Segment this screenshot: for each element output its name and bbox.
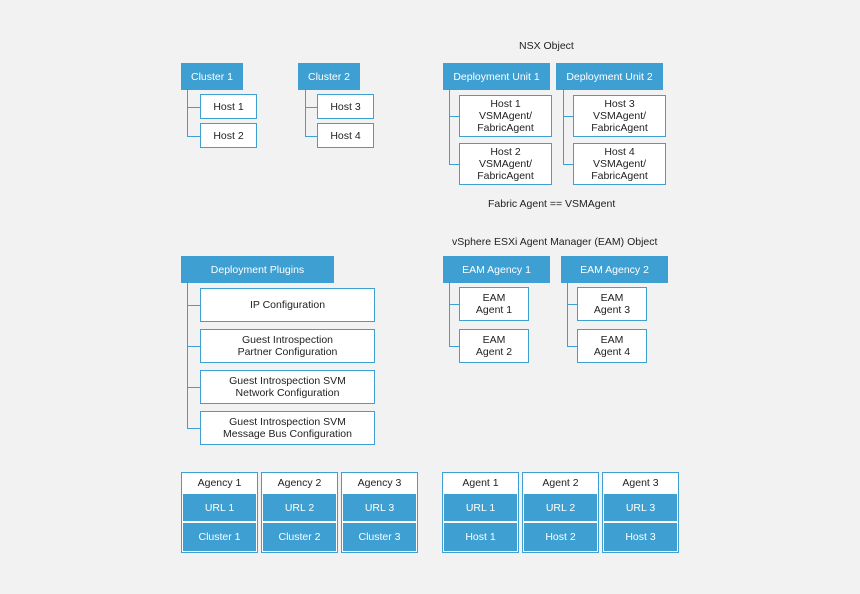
cluster-2-connector-branch [305, 135, 317, 137]
deployment-unit-2-connector-branch [563, 164, 573, 165]
cluster-1-connector-stem [187, 90, 188, 136]
fabric-agent-note: Fabric Agent == VSMAgent [488, 198, 616, 210]
agent-1-url-cell: URL 1 [444, 494, 517, 521]
eam-agency-2-connector-branch [567, 346, 577, 347]
agent-2-url-cell: URL 2 [524, 494, 597, 521]
eam-agency-1-connector-branch [449, 346, 459, 347]
agency-3-url-cell: URL 3 [343, 494, 416, 521]
cluster-2-connector-stem [305, 90, 306, 136]
deployment-unit-2-connector-stem [563, 90, 564, 164]
deployment-plugins-connector-stem [187, 283, 188, 428]
agent-1-target-cell: Host 1 [444, 523, 517, 551]
deployment-plugins-connector-branch [187, 387, 200, 388]
eam-agency-1-connector-branch [449, 304, 459, 305]
cluster-1-child: Host 1 [200, 94, 257, 119]
deployment-plugins-connector-branch [187, 305, 200, 306]
deployment-plugins-connector-branch [187, 428, 200, 429]
agent-3-target-cell: Host 3 [604, 523, 677, 551]
cluster-2-connector-branch [305, 106, 317, 108]
agent-3-table-header: Agent 3 [622, 477, 659, 489]
cluster-1-connector-branch [187, 106, 200, 108]
deployment-plugins-child: IP Configuration [200, 288, 375, 322]
agent-1-table-header: Agent 1 [462, 477, 499, 489]
eam-agency-1-connector-stem [449, 283, 450, 346]
deployment-unit-1-connector-branch [449, 164, 459, 165]
cluster-2-child: Host 4 [317, 123, 374, 148]
cluster-1-connector-branch [187, 135, 200, 137]
cluster-2-child: Host 3 [317, 94, 374, 119]
deployment-unit-2-connector-branch [563, 116, 573, 117]
deployment-unit-2-node: Deployment Unit 2 [556, 63, 663, 90]
agency-3-table-header: Agency 3 [357, 477, 402, 489]
cluster-1-node: Cluster 1 [181, 63, 243, 90]
deployment-plugins-connector-branch [187, 346, 200, 347]
deployment-unit-1-node: Deployment Unit 1 [443, 63, 550, 90]
agency-2-url-cell: URL 2 [263, 494, 336, 521]
eam-agency-2-connector-stem [567, 283, 568, 346]
agency-2-table-header: Agency 2 [277, 477, 322, 489]
eam-object-title: vSphere ESXi Agent Manager (EAM) Object [452, 236, 658, 248]
cluster-2-node: Cluster 2 [298, 63, 360, 90]
nsx-object-title: NSX Object [519, 40, 574, 52]
deployment-unit-1-connector-stem [449, 90, 450, 164]
agency-2-target-cell: Cluster 2 [263, 523, 336, 551]
agent-2-target-cell: Host 2 [524, 523, 597, 551]
agency-3-target-cell: Cluster 3 [343, 523, 416, 551]
agent-3-url-cell: URL 3 [604, 494, 677, 521]
agency-1-table-header: Agency 1 [197, 477, 242, 489]
agency-1-target-cell: Cluster 1 [183, 523, 256, 551]
deployment-unit-1-connector-branch [449, 116, 459, 117]
eam-agency-1-node: EAM Agency 1 [443, 256, 550, 283]
cluster-1-child: Host 2 [200, 123, 257, 148]
eam-agency-2-node: EAM Agency 2 [561, 256, 668, 283]
deployment-plugins-node: Deployment Plugins [181, 256, 334, 283]
agent-2-table-header: Agent 2 [542, 477, 579, 489]
eam-agency-2-connector-branch [567, 304, 577, 305]
agency-1-url-cell: URL 1 [183, 494, 256, 521]
